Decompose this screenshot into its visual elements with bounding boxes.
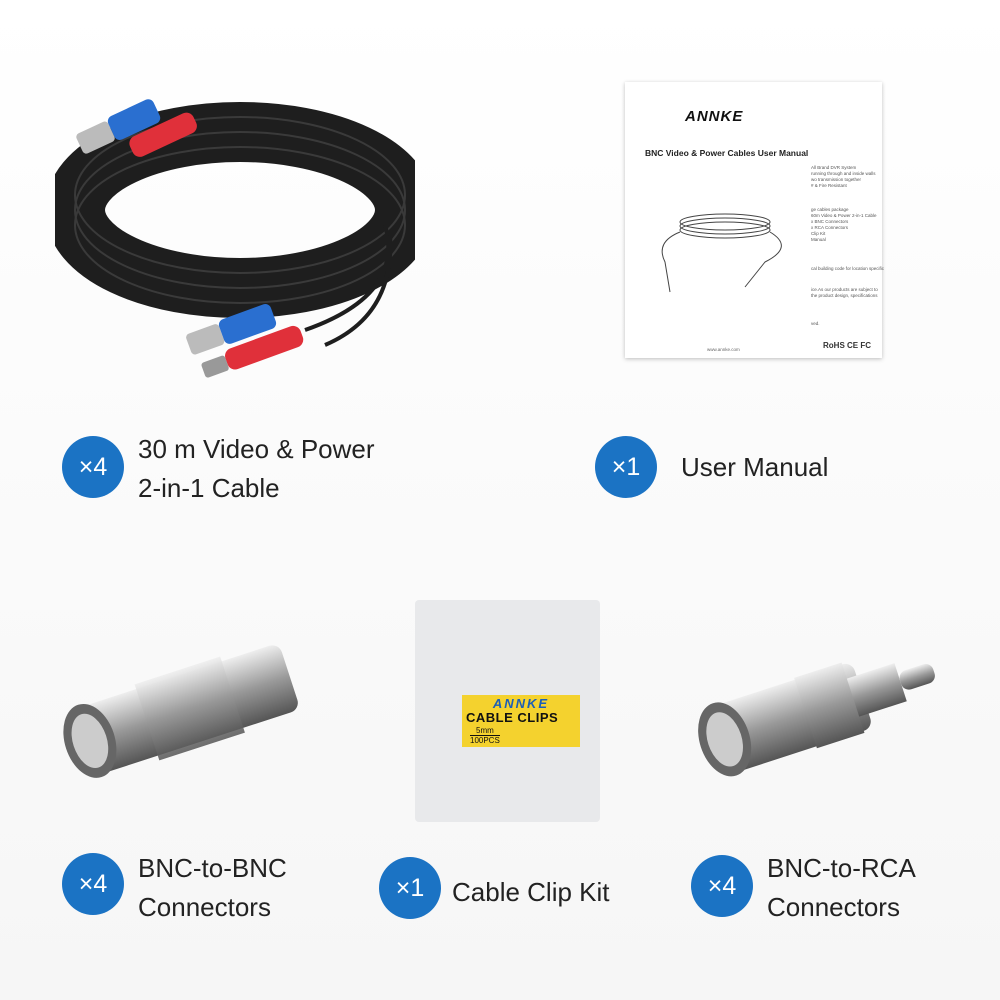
quantity-badge: ×4 bbox=[691, 855, 753, 917]
bnc-to-rca-connector-image bbox=[698, 662, 935, 777]
manual-cable-drawing bbox=[661, 213, 782, 293]
quantity-badge: ×1 bbox=[595, 436, 657, 498]
label-line: BNC-to-RCA bbox=[767, 853, 916, 883]
clip-count: 100PCS bbox=[470, 735, 500, 745]
manual-certifications: RoHS CE FC bbox=[823, 341, 871, 350]
manual-text: ge cables package 60m Video & Power 2-in… bbox=[811, 207, 877, 242]
manual-text: cal building code for location specific bbox=[811, 266, 885, 271]
label-line: User Manual bbox=[681, 452, 829, 482]
cable-coil-image bbox=[55, 99, 415, 378]
quantity-badge: ×4 bbox=[62, 853, 124, 915]
quantity-badge: ×4 bbox=[62, 436, 124, 498]
item-label-manual: User Manual bbox=[681, 448, 828, 487]
label-line: Connectors bbox=[138, 892, 271, 922]
user-manual-image: ANNKE BNC Video & Power Cables User Manu… bbox=[625, 82, 885, 358]
item-label-cable: 30 m Video & Power 2-in-1 Cable bbox=[138, 430, 375, 508]
manual-text: All Brand DVR System running through and… bbox=[811, 165, 876, 188]
manual-brand: ANNKE bbox=[685, 108, 744, 125]
quantity-badge: ×1 bbox=[379, 857, 441, 919]
bnc-to-bnc-connector-image bbox=[63, 645, 298, 778]
clip-title: CABLE CLIPS bbox=[466, 710, 559, 725]
manual-text: ice.As our products are subject to the p… bbox=[811, 287, 878, 298]
label-line: Connectors bbox=[767, 892, 900, 922]
clip-brand: ANNKE bbox=[492, 696, 550, 711]
cable-clip-label: ANNKE CABLE CLIPS 5mm 100PCS bbox=[462, 695, 580, 747]
label-line: Cable Clip Kit bbox=[452, 877, 610, 907]
item-label-clip-kit: Cable Clip Kit bbox=[452, 873, 610, 912]
label-line: BNC-to-BNC bbox=[138, 853, 287, 883]
manual-url: www.annke.com bbox=[707, 347, 740, 352]
clip-size: 5mm bbox=[476, 726, 494, 735]
label-line: 2-in-1 Cable bbox=[138, 473, 280, 503]
item-label-bnc-bnc: BNC-to-BNC Connectors bbox=[138, 849, 287, 927]
label-line: 30 m Video & Power bbox=[138, 434, 375, 464]
manual-title: BNC Video & Power Cables User Manual bbox=[645, 148, 809, 158]
manual-text: ved. bbox=[811, 321, 820, 326]
item-label-bnc-rca: BNC-to-RCA Connectors bbox=[767, 849, 916, 927]
